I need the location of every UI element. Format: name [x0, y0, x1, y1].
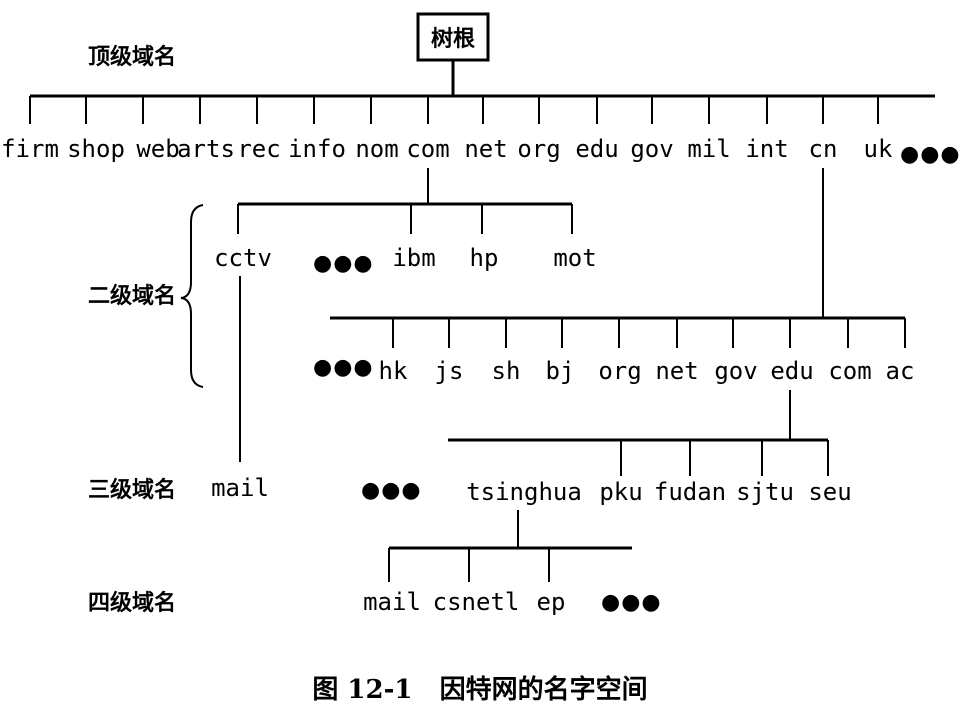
node-gov: gov [630, 135, 673, 163]
fourth-level-labels: mail csnetl ep ●●● [363, 588, 662, 616]
node-uk: uk [864, 135, 893, 163]
node-js: js [435, 357, 464, 385]
node-cn: cn [809, 135, 838, 163]
node-fudan: fudan [654, 478, 726, 506]
level-label-second: 二级域名 [88, 283, 176, 309]
node-cn-gov: gov [714, 357, 757, 385]
com-children-ellipsis: ●●● [313, 251, 374, 276]
node-shop: shop [67, 135, 125, 163]
cn-children-labels: ●●● hk js sh bj org net gov edu com ac [313, 355, 914, 385]
top-level-drops [29, 96, 879, 124]
top-level-ellipsis: ●●● [900, 142, 960, 167]
node-seu: seu [808, 478, 851, 506]
node-pku: pku [599, 478, 642, 506]
node-cn-edu: edu [770, 357, 813, 385]
node-tsinghua: tsinghua [466, 478, 582, 506]
node-cn-net: net [655, 357, 698, 385]
top-level-labels: firm shop web arts rec info nom com net … [1, 135, 960, 167]
node-cn-com: com [828, 357, 871, 385]
node-edu: edu [575, 135, 618, 163]
node-mot: mot [553, 244, 596, 272]
node-org: org [517, 135, 560, 163]
node-int: int [745, 135, 788, 163]
node-mil: mil [687, 135, 730, 163]
node-cn-ac: ac [886, 357, 915, 385]
node-web: web [136, 135, 179, 163]
third-level-labels: mail ●●● tsinghua pku fudan sjtu seu [211, 474, 852, 506]
root-label: 树根 [431, 26, 475, 52]
cn-children-ellipsis: ●●● [313, 355, 374, 380]
node-cn-org: org [598, 357, 641, 385]
node-firm: firm [1, 135, 59, 163]
node-info: info [288, 135, 346, 163]
node-sh: sh [492, 357, 521, 385]
level-label-fourth: 四级域名 [88, 590, 176, 616]
com-children-labels: cctv ●●● ibm hp mot [214, 244, 597, 276]
node-csnetl: csnetl [433, 588, 520, 616]
root-node: 树根 [416, 12, 490, 62]
node-rec: rec [237, 135, 280, 163]
figure-caption: 图 12-1 因特网的名字空间 [312, 674, 647, 705]
node-hp: hp [470, 244, 499, 272]
third-level-ellipsis: ●●● [361, 478, 422, 503]
node-cctv-mail: mail [211, 474, 269, 502]
second-level-brace [180, 204, 204, 388]
node-bj: bj [546, 357, 575, 385]
level-label-top: 顶级域名 [88, 44, 176, 70]
node-cctv: cctv [214, 244, 272, 272]
fourth-level-ellipsis: ●●● [601, 590, 662, 615]
level-label-third: 三级域名 [88, 477, 176, 503]
node-tsinghua-mail: mail [363, 588, 421, 616]
node-arts: arts [177, 135, 235, 163]
node-ibm: ibm [392, 244, 435, 272]
node-nom: nom [355, 135, 398, 163]
node-com: com [406, 135, 449, 163]
node-ep: ep [537, 588, 566, 616]
node-net: net [464, 135, 507, 163]
node-hk: hk [379, 357, 408, 385]
node-sjtu: sjtu [736, 478, 794, 506]
